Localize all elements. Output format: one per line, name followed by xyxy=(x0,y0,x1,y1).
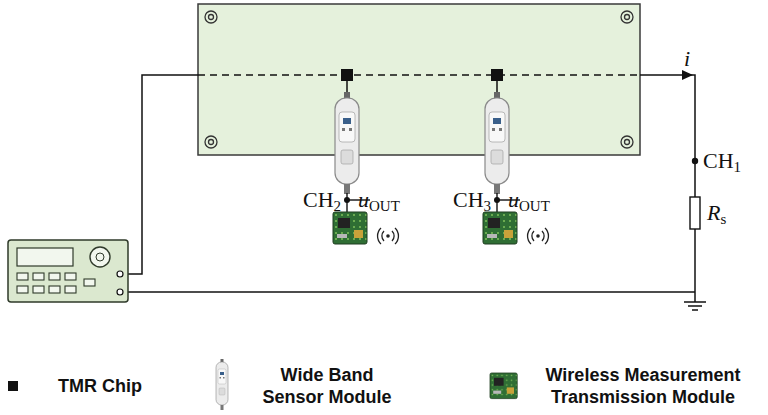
legend-swatch xyxy=(8,381,18,391)
resistor-symbol xyxy=(690,197,700,229)
legend-text: Wide Band Sensor Module xyxy=(252,364,402,408)
signal-generator xyxy=(8,240,128,302)
wires xyxy=(120,75,706,310)
current-label: i xyxy=(684,46,690,72)
mounting-holes xyxy=(205,11,633,148)
legend-icons xyxy=(216,359,517,410)
current-arrow xyxy=(682,70,693,80)
probe-point xyxy=(692,158,698,164)
signal-name: uOUT xyxy=(358,187,400,213)
resistor-label: Rs xyxy=(707,200,726,226)
channel-label: CH2 xyxy=(303,187,341,213)
channel-label: CH3 xyxy=(453,187,491,213)
channel-label: CH1 xyxy=(703,148,741,174)
legend-text: Wireless Measurement Transmission Module xyxy=(522,364,764,408)
pcb-board xyxy=(198,4,640,155)
legend-text: TMR Chip xyxy=(58,375,178,397)
signal-name: uOUT xyxy=(508,187,550,213)
sensor-chain xyxy=(333,69,548,244)
